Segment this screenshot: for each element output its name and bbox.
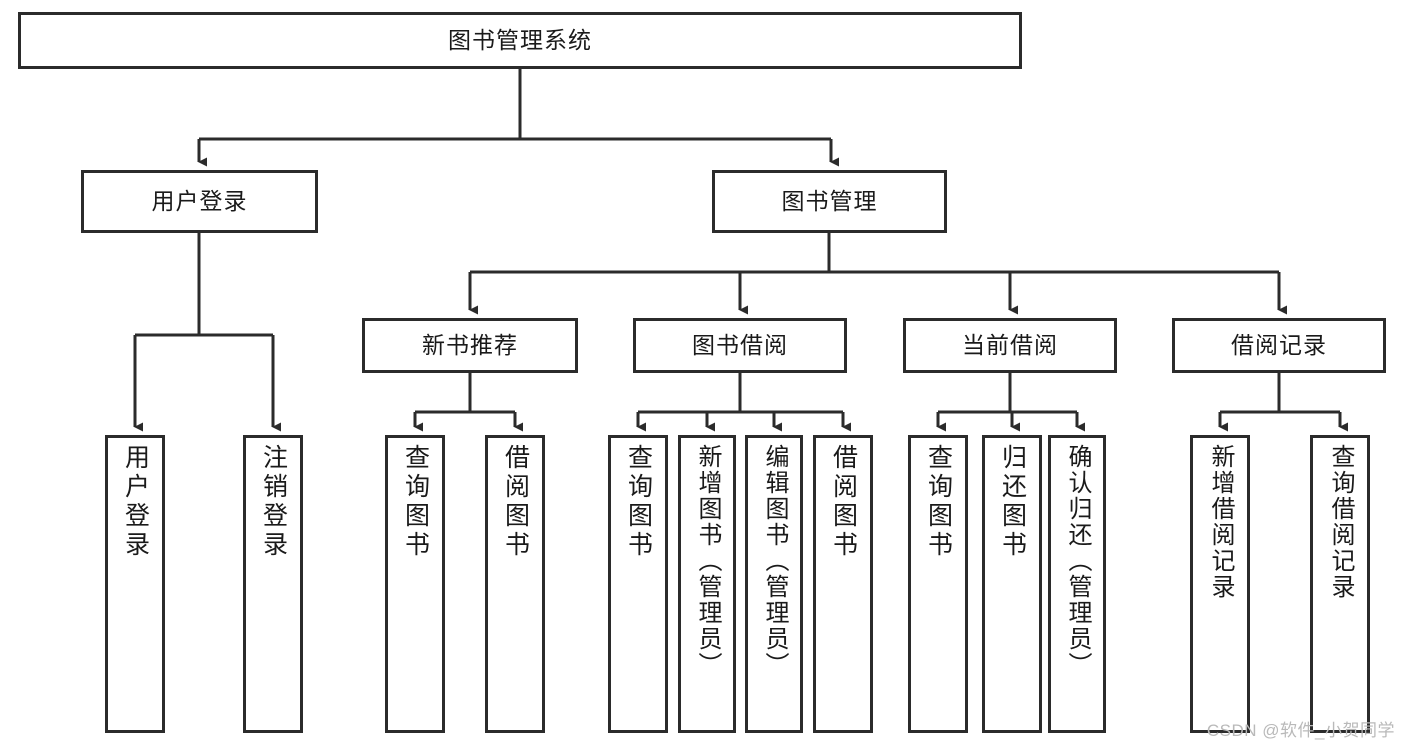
node-book-management[interactable]: 图书管理	[712, 170, 947, 233]
node-leaf-borrow-book-1[interactable]: 借阅图书	[485, 435, 545, 733]
node-leaf-query-book-2-label: 查询图书	[624, 444, 653, 560]
node-leaf-logout-label: 注销登录	[259, 444, 288, 560]
node-leaf-add-record[interactable]: 新增借阅记录	[1190, 435, 1250, 733]
node-current-borrow-label: 当前借阅	[962, 331, 1058, 358]
node-leaf-edit-book-label: 编辑图书（管理员）	[761, 444, 788, 678]
node-book-borrow-label: 图书借阅	[692, 331, 788, 358]
node-leaf-query-record-label: 查询借阅记录	[1327, 444, 1354, 600]
node-leaf-query-book-2[interactable]: 查询图书	[608, 435, 668, 733]
node-leaf-query-book-1-label: 查询图书	[401, 444, 430, 560]
node-leaf-query-book-3[interactable]: 查询图书	[908, 435, 968, 733]
node-leaf-confirm-return[interactable]: 确认归还（管理员）	[1048, 435, 1106, 733]
node-leaf-add-book-label: 新增图书（管理员）	[694, 444, 721, 678]
node-borrow-record[interactable]: 借阅记录	[1172, 318, 1386, 373]
node-leaf-confirm-return-label: 确认归还（管理员）	[1064, 444, 1091, 678]
node-leaf-return-book[interactable]: 归还图书	[982, 435, 1042, 733]
node-book-management-label: 图书管理	[781, 187, 878, 214]
node-leaf-borrow-book-1-label: 借阅图书	[501, 444, 530, 560]
csdn-watermark: CSDN @软件_小贺同学	[1206, 721, 1395, 740]
node-root-label: 图书管理系统	[448, 26, 592, 53]
node-root[interactable]: 图书管理系统	[18, 12, 1022, 69]
node-leaf-query-book-3-label: 查询图书	[924, 444, 953, 560]
node-book-borrow[interactable]: 图书借阅	[633, 318, 847, 373]
node-leaf-add-record-label: 新增借阅记录	[1207, 444, 1234, 600]
node-new-book-recommend[interactable]: 新书推荐	[362, 318, 578, 373]
node-leaf-logout[interactable]: 注销登录	[243, 435, 303, 733]
node-current-borrow[interactable]: 当前借阅	[903, 318, 1117, 373]
node-leaf-user-login[interactable]: 用户登录	[105, 435, 165, 733]
node-leaf-borrow-book-2[interactable]: 借阅图书	[813, 435, 873, 733]
node-borrow-record-label: 借阅记录	[1231, 331, 1327, 358]
node-leaf-query-record[interactable]: 查询借阅记录	[1310, 435, 1370, 733]
node-user-login[interactable]: 用户登录	[81, 170, 318, 233]
node-leaf-return-book-label: 归还图书	[998, 444, 1027, 560]
node-user-login-label: 用户登录	[151, 187, 248, 214]
node-leaf-add-book[interactable]: 新增图书（管理员）	[678, 435, 736, 733]
node-leaf-user-login-label: 用户登录	[121, 444, 150, 560]
node-leaf-query-book-1[interactable]: 查询图书	[385, 435, 445, 733]
node-leaf-edit-book[interactable]: 编辑图书（管理员）	[745, 435, 803, 733]
node-leaf-borrow-book-2-label: 借阅图书	[829, 444, 858, 560]
node-new-book-recommend-label: 新书推荐	[422, 331, 518, 358]
